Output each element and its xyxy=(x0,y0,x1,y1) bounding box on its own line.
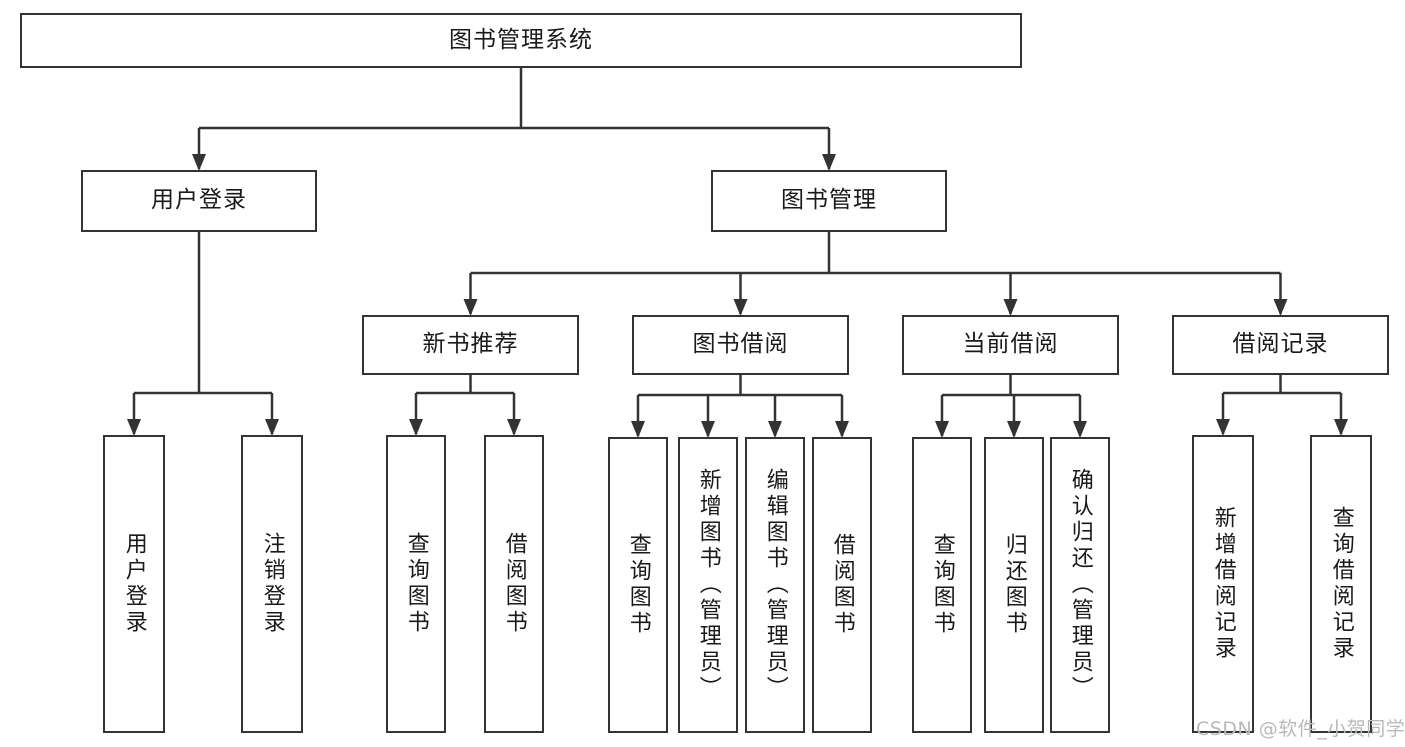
arrowhead xyxy=(1273,299,1288,316)
node-label: 图书管理 xyxy=(781,187,877,214)
node-label: 归还图书 xyxy=(1001,533,1027,637)
node-n-query[interactable]: 查询图书 xyxy=(386,435,446,733)
arrowhead xyxy=(935,421,949,438)
node-l-logout[interactable]: 注销登录 xyxy=(241,435,303,733)
arrowhead xyxy=(1003,299,1018,316)
node-label: 图书借阅 xyxy=(692,331,789,358)
node-label: 查询图书 xyxy=(625,533,651,637)
arrowhead xyxy=(1216,419,1230,436)
arrowhead xyxy=(507,419,521,436)
arrowhead xyxy=(822,154,836,171)
node-b-lend[interactable]: 借阅图书 xyxy=(812,437,872,733)
node-root[interactable]: 图书管理系统 xyxy=(20,13,1022,68)
arrowhead xyxy=(701,421,715,438)
node-bookmgmt[interactable]: 图书管理 xyxy=(711,170,947,232)
arrowhead xyxy=(265,419,279,436)
arrowhead xyxy=(1334,419,1348,436)
arrowhead xyxy=(1073,421,1087,438)
node-c-query[interactable]: 查询图书 xyxy=(912,437,972,733)
node-label: 确认归还（管理员） xyxy=(1067,468,1093,702)
node-newbook[interactable]: 新书推荐 xyxy=(362,315,579,375)
arrowhead xyxy=(127,419,141,436)
node-label: 注销登录 xyxy=(259,532,285,636)
node-label: 用户登录 xyxy=(121,532,147,636)
node-label: 编辑图书（管理员） xyxy=(762,468,788,702)
watermark: CSDN @软件_小贺同学 xyxy=(1196,718,1405,740)
node-n-borrow[interactable]: 借阅图书 xyxy=(484,435,544,733)
node-b-edit[interactable]: 编辑图书（管理员） xyxy=(745,437,805,733)
arrowhead xyxy=(409,419,423,436)
node-b-add[interactable]: 新增图书（管理员） xyxy=(678,437,738,733)
node-label: 借阅图书 xyxy=(501,532,527,636)
node-label: 新增图书（管理员） xyxy=(695,468,721,702)
arrowhead xyxy=(768,421,782,438)
node-label: 查询图书 xyxy=(403,532,429,636)
node-label: 查询借阅记录 xyxy=(1328,506,1354,662)
node-b-query[interactable]: 查询图书 xyxy=(608,437,668,733)
node-c-return[interactable]: 归还图书 xyxy=(984,437,1044,733)
node-login[interactable]: 用户登录 xyxy=(81,170,317,232)
node-borrow[interactable]: 图书借阅 xyxy=(632,315,849,375)
node-label: 当前借阅 xyxy=(962,331,1059,358)
arrowhead xyxy=(463,299,478,316)
node-label: 借阅图书 xyxy=(829,533,855,637)
arrowhead xyxy=(733,299,748,316)
arrowhead xyxy=(192,154,206,171)
node-label: 新书推荐 xyxy=(422,331,519,358)
arrowhead xyxy=(1007,421,1021,438)
node-label: 图书管理系统 xyxy=(449,26,593,53)
arrowhead xyxy=(835,421,849,438)
node-label: 借阅记录 xyxy=(1232,331,1329,358)
node-records[interactable]: 借阅记录 xyxy=(1172,315,1389,375)
node-r-query[interactable]: 查询借阅记录 xyxy=(1310,435,1372,733)
node-label: 用户登录 xyxy=(151,187,247,214)
node-label: 查询图书 xyxy=(929,533,955,637)
arrowhead xyxy=(631,421,645,438)
node-label: 新增借阅记录 xyxy=(1210,506,1236,662)
node-l-login[interactable]: 用户登录 xyxy=(103,435,165,733)
node-r-add[interactable]: 新增借阅记录 xyxy=(1192,435,1254,733)
node-current[interactable]: 当前借阅 xyxy=(902,315,1119,375)
node-c-confirm[interactable]: 确认归还（管理员） xyxy=(1050,437,1110,733)
